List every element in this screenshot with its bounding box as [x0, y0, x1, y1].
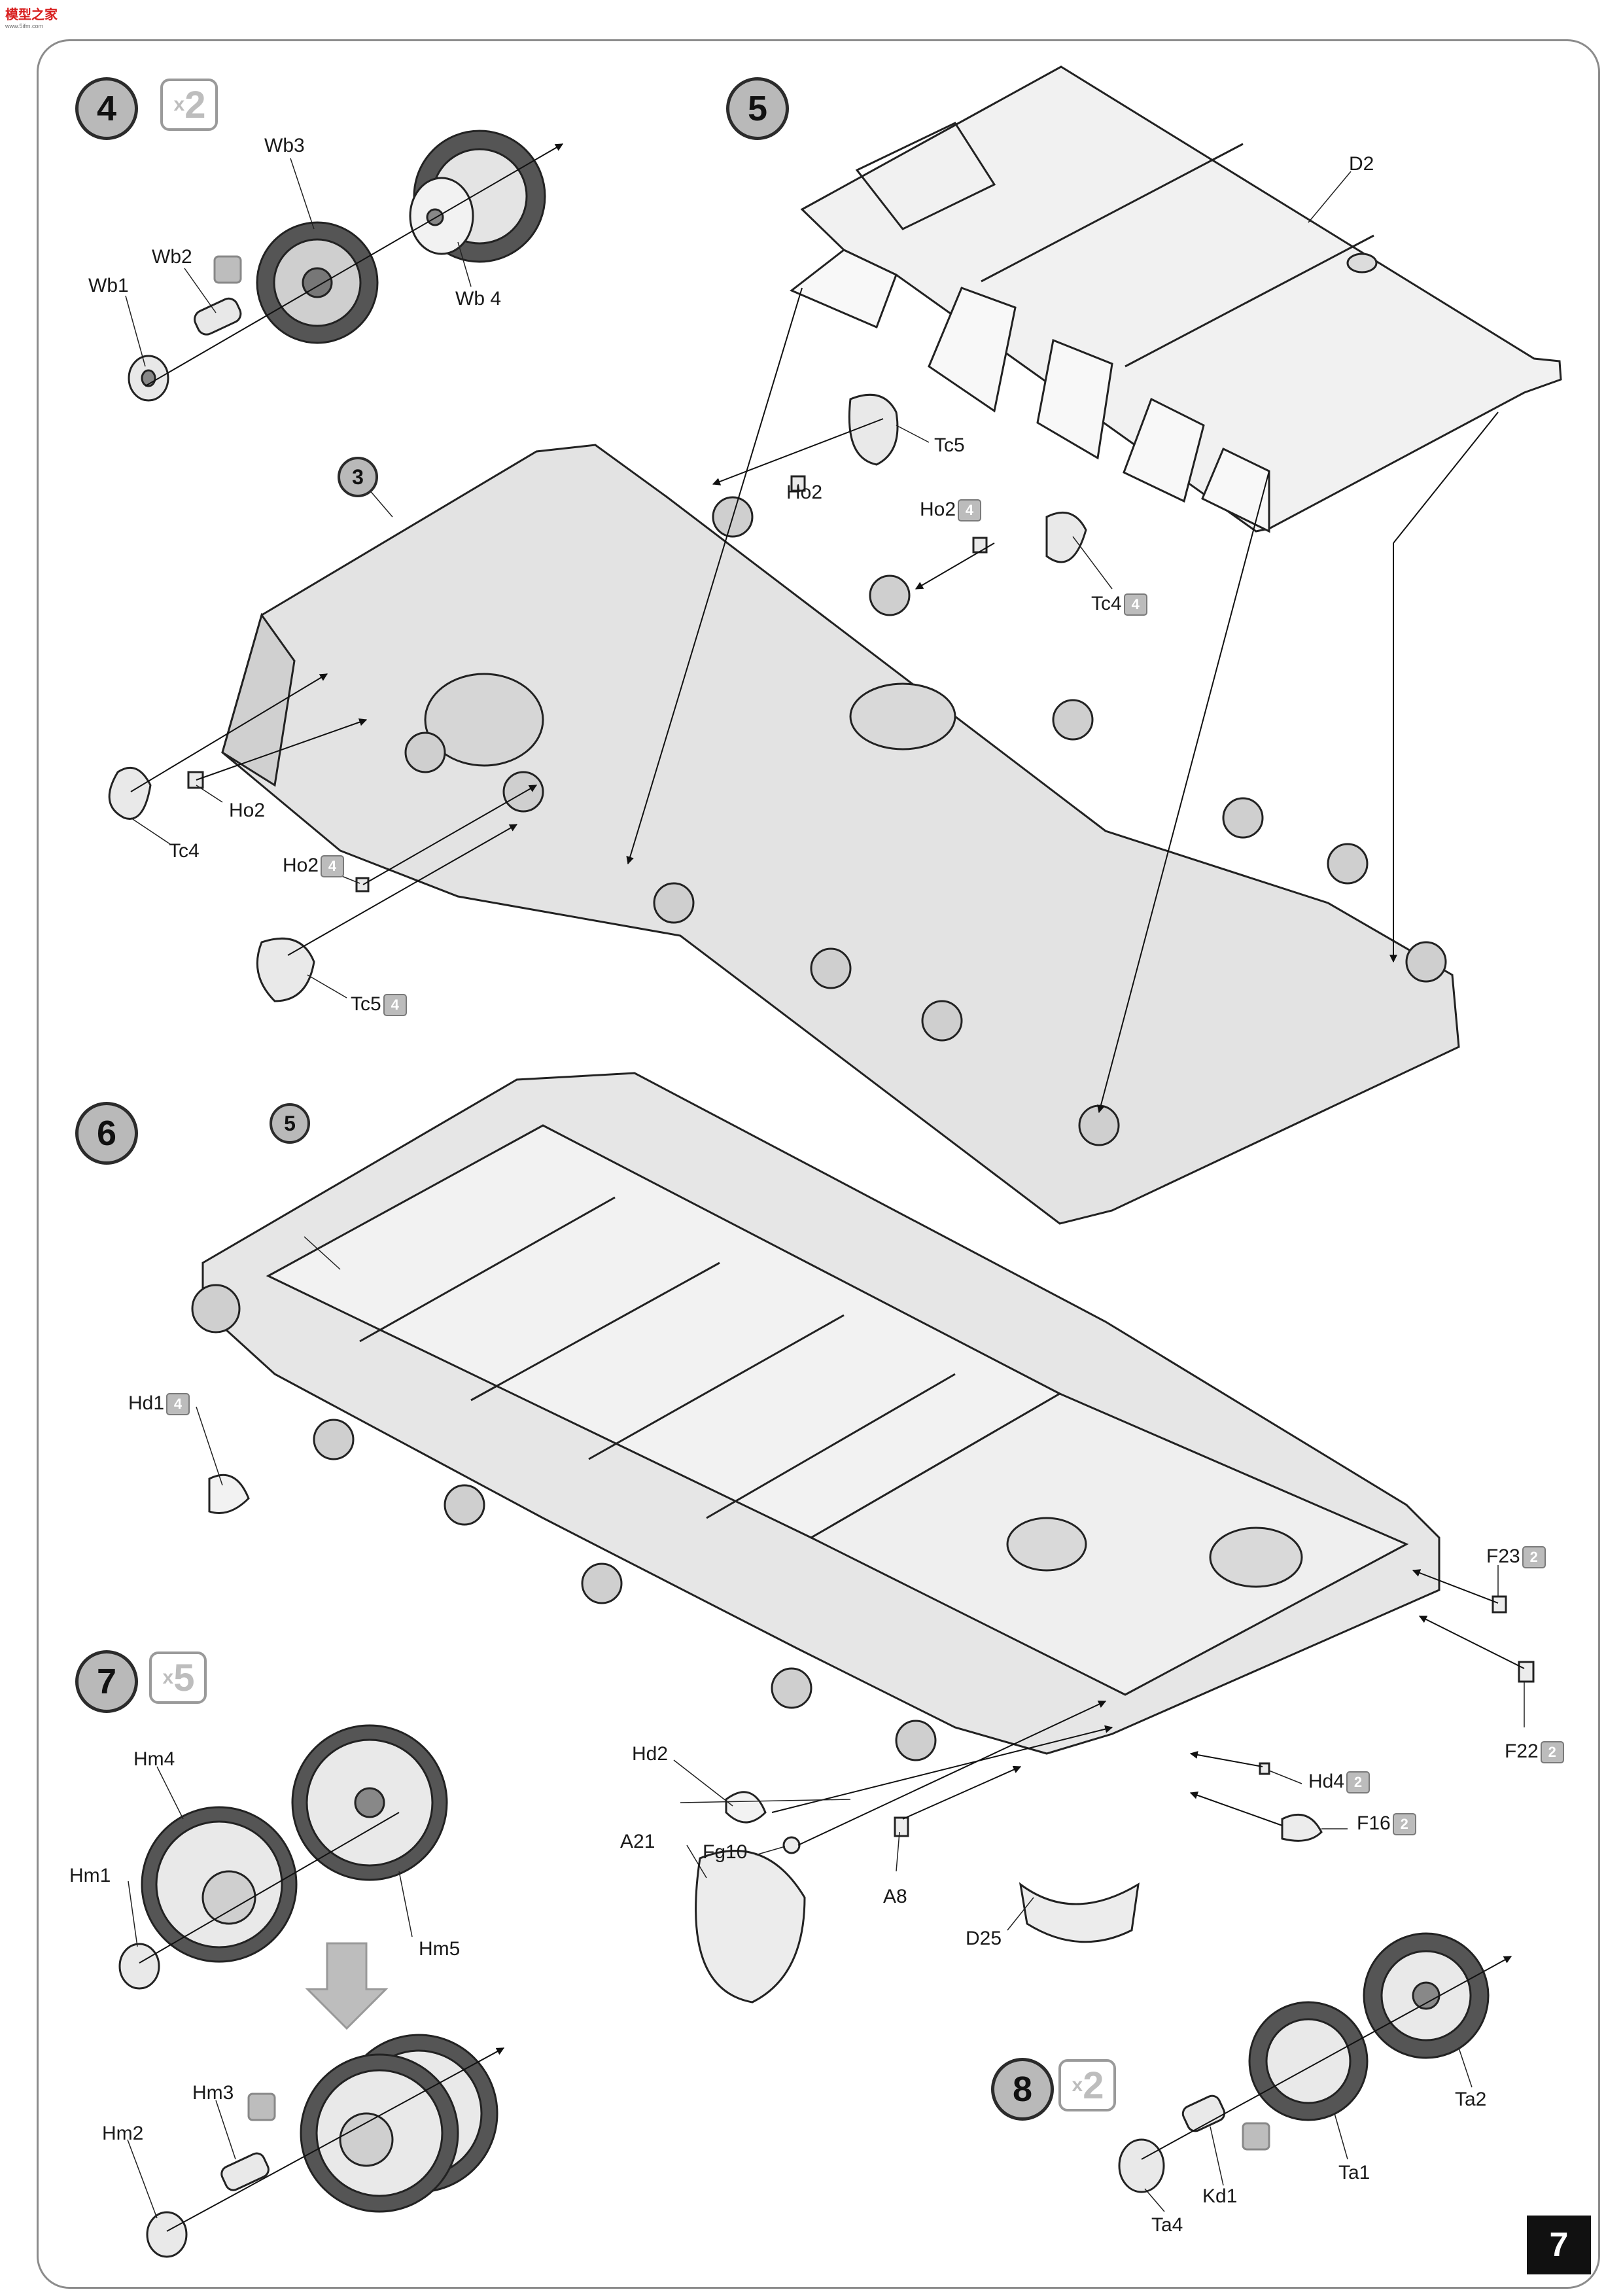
- hd1-part: [208, 1474, 250, 1514]
- label-tc5-top: Tc5: [934, 434, 965, 456]
- step6-hull-bottom-drawing: [191, 1072, 1535, 2004]
- ref-step-5: 5: [270, 1103, 310, 1144]
- label-ta1: Ta1: [1338, 2162, 1370, 2183]
- qty-badge: 4: [958, 499, 982, 522]
- glue-icon: [213, 255, 242, 284]
- f16-part: [1281, 1813, 1323, 1842]
- hd4-part: [1259, 1762, 1270, 1775]
- tc4-part-left: [108, 766, 152, 820]
- wb2-pin: [194, 297, 242, 336]
- label-hd2: Hd2: [632, 1743, 669, 1765]
- qty-badge: 2: [1346, 1771, 1370, 1794]
- qty-badge: 2: [1522, 1546, 1546, 1569]
- ho2-part-top: [790, 475, 806, 492]
- label-hm3: Hm3: [192, 2082, 234, 2104]
- qty-badge: 2: [1540, 1741, 1564, 1764]
- step-4-number: 4: [75, 77, 138, 140]
- hm2-cap: [146, 2211, 188, 2258]
- glue-icon-step7: [247, 2093, 276, 2121]
- watermark-text: 模型之家: [5, 8, 58, 22]
- page-number: 7: [1527, 2216, 1591, 2274]
- ho2-part-low: [355, 877, 370, 892]
- label-wb3: Wb3: [264, 135, 305, 156]
- label-wb1: Wb1: [88, 275, 129, 296]
- label-fg10: Fg10: [703, 1841, 748, 1863]
- label-leader-lines: [125, 158, 1525, 2219]
- d25-part: [1019, 1882, 1140, 1943]
- label-d2: D2: [1349, 153, 1374, 175]
- label-ta4: Ta4: [1151, 2214, 1183, 2236]
- down-arrow-icon: [305, 1942, 389, 2030]
- glue-icon-step8: [1242, 2122, 1270, 2151]
- label-tc4-left: Tc4: [169, 840, 200, 862]
- label-kd1: Kd1: [1202, 2185, 1238, 2207]
- kd1-pin: [1181, 2094, 1226, 2132]
- qty-badge: 4: [383, 994, 407, 1017]
- step4-sprocket-drawing: [128, 130, 564, 402]
- label-hm2: Hm2: [102, 2123, 144, 2144]
- step7-road-wheel-drawing: [118, 1724, 505, 2258]
- ho2-part-mid: [972, 537, 988, 554]
- label-wb2: Wb2: [152, 246, 192, 268]
- label-d25: D25: [966, 1928, 1002, 1949]
- step-7-number: 7: [75, 1650, 138, 1713]
- label-hm5: Hm5: [419, 1938, 461, 1960]
- hd2-part: [725, 1791, 767, 1824]
- a8-part: [894, 1816, 909, 1837]
- label-wb4: Wb 4: [455, 288, 502, 309]
- label-hm1: Hm1: [69, 1865, 111, 1886]
- watermark-url: www.5ifm.com: [5, 23, 44, 29]
- page-frame: [37, 39, 1600, 2289]
- label-ho2-left: Ho2: [229, 800, 266, 821]
- f22-part: [1518, 1661, 1535, 1683]
- label-ho2-top: Ho2: [786, 482, 823, 503]
- qty-badge: 4: [166, 1393, 190, 1416]
- tc4-part-mid: [1045, 511, 1087, 563]
- f23-part: [1492, 1595, 1507, 1614]
- ref-step-3: 3: [338, 457, 378, 497]
- hm1-cap: [118, 1943, 160, 1990]
- corner-watermark-logo: 模型之家 www.5ifm.com: [5, 4, 58, 29]
- label-hm4: Hm4: [133, 1748, 175, 1770]
- label-ta2: Ta2: [1455, 2089, 1487, 2110]
- step8-idler-drawing: [1118, 1932, 1512, 2193]
- step-8-number: 8: [991, 2058, 1054, 2121]
- step-6-number: 6: [75, 1102, 138, 1165]
- tc5-part-top: [848, 393, 899, 466]
- tc5-part-low: [256, 937, 315, 1002]
- qty-badge: 4: [321, 855, 345, 878]
- step-5-number: 5: [726, 77, 789, 140]
- qty-badge: 2: [1392, 1813, 1416, 1836]
- label-a21: A21: [620, 1831, 655, 1852]
- ho2-part-left: [187, 771, 204, 789]
- fg10-part: [782, 1836, 801, 1854]
- hm3-pin: [220, 2152, 270, 2191]
- step5-hull-drawing: [108, 65, 1562, 1225]
- ta4-cap: [1118, 2138, 1165, 2193]
- a21-part: [695, 1850, 806, 2004]
- hull-body: [221, 444, 1460, 1225]
- qty-badge: 4: [1123, 593, 1147, 616]
- label-a8: A8: [883, 1886, 907, 1907]
